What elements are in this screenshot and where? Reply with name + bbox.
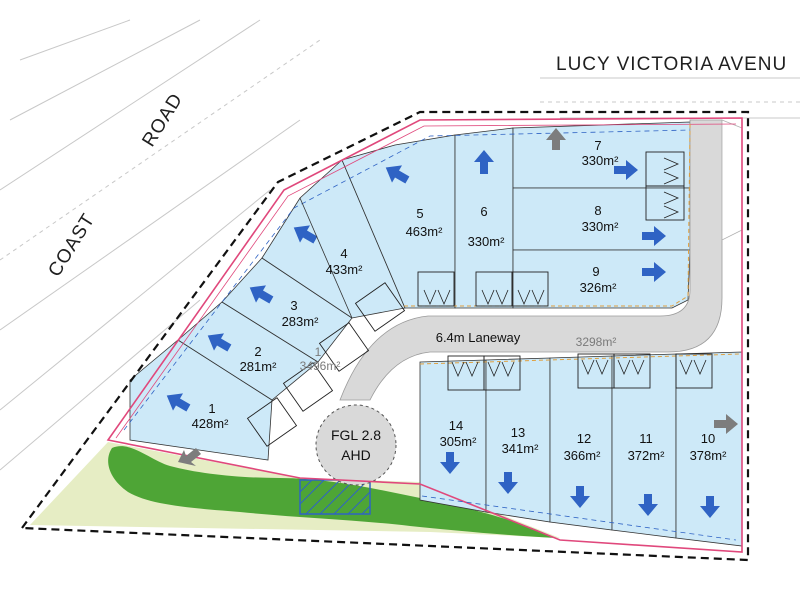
fgl-line2: AHD — [341, 447, 371, 463]
lot-7-area: 330m² — [582, 153, 620, 168]
lot-5-number: 5 — [416, 206, 423, 221]
lot-9-shape — [512, 249, 691, 309]
lot-9-area: 326m² — [580, 280, 618, 295]
lot-2-number: 2 — [254, 344, 261, 359]
arrow-lot-8 — [642, 226, 666, 246]
lot-12-area: 366m² — [564, 448, 602, 463]
lot-4-area: 433m² — [326, 262, 364, 277]
lot-7-number: 7 — [594, 138, 601, 153]
boundary-pink-inner — [115, 123, 737, 439]
lot-10-number: 10 — [701, 431, 715, 446]
arrow-lot-14 — [440, 452, 460, 474]
grey-arrows — [178, 128, 738, 466]
lot-10-area: 378m² — [690, 448, 728, 463]
grey-arrow-southwest — [178, 448, 201, 466]
garage-lot-8 — [645, 185, 685, 221]
arrow-lot-4 — [293, 225, 318, 244]
common-area-size: 3496m² — [300, 359, 341, 373]
common-area-number: 1 — [315, 345, 322, 359]
lot-13-number: 13 — [511, 425, 525, 440]
arrow-lot-13 — [498, 472, 518, 494]
arrow-lot-12 — [570, 486, 590, 508]
lot-13-shape — [485, 357, 551, 523]
road-label-lucy-victoria: LUCY VICTORIA AVENU — [556, 54, 787, 75]
lot-11-number: 11 — [639, 431, 653, 446]
setback-orange-dashed-south — [419, 353, 741, 365]
lot-5-area: 463m² — [406, 224, 444, 239]
arrow-lot-10 — [700, 496, 720, 518]
landscape-green-area — [108, 446, 555, 538]
lot-11-area: 372m² — [628, 448, 666, 463]
arrow-lot-3 — [249, 285, 274, 304]
garage-lot-6b — [511, 271, 549, 307]
arrow-lot-11 — [638, 494, 658, 516]
garage-lot-13 — [483, 355, 521, 391]
lot-12-number: 12 — [577, 431, 591, 446]
garage-lot-3 — [318, 322, 370, 372]
laneway-road — [339, 119, 723, 401]
garage-lot-4 — [354, 282, 406, 332]
lot-6-area: 330m² — [468, 234, 506, 249]
arrow-lot-2 — [207, 333, 232, 352]
arrow-lot-1 — [166, 393, 191, 412]
lot-13-area: 341m² — [502, 441, 540, 456]
lot-8-number: 8 — [594, 203, 601, 218]
lot-1-shape — [129, 339, 273, 461]
grey-arrow-east — [714, 414, 738, 434]
lot-14-number: 14 — [449, 418, 463, 433]
lot-14-area: 305m² — [440, 434, 478, 449]
road-context-lines — [0, 19, 800, 471]
fgl-line1: FGL 2.8 — [331, 427, 381, 443]
lot-separators — [299, 197, 353, 319]
arrow-lot-7 — [614, 160, 638, 180]
setback-blue-dashed-south — [421, 495, 737, 541]
garage-lot-1 — [246, 397, 298, 447]
garages — [246, 151, 713, 447]
lot-1-area: 428m² — [192, 416, 230, 431]
lot-3-area: 283m² — [282, 314, 320, 329]
boundary-dashed — [21, 110, 750, 562]
setback-blue-dashed — [123, 129, 691, 431]
garage-lot-2 — [282, 362, 334, 412]
lot-8-area: 330m² — [582, 219, 620, 234]
garage-lot-10 — [675, 353, 713, 389]
laneway-label: 6.4m Laneway — [436, 330, 521, 345]
garage-lot-5 — [417, 271, 455, 307]
lot-4-number: 4 — [340, 246, 347, 261]
garage-chevrons — [423, 157, 707, 378]
lot-9-number: 9 — [592, 264, 599, 279]
road-label-coast: COAST — [44, 210, 99, 281]
grey-arrow-north — [546, 128, 566, 150]
lot-2-area: 281m² — [240, 359, 278, 374]
laneway-area: 3298m² — [576, 335, 617, 349]
lot-6-number: 6 — [480, 204, 487, 219]
hatched-lines — [299, 479, 371, 515]
garage-lot-11 — [613, 353, 651, 389]
blue-arrows — [166, 150, 720, 518]
arrow-lot-9 — [642, 262, 666, 282]
arrow-lot-6 — [474, 150, 494, 174]
road-label-road: ROAD — [138, 90, 187, 151]
fgl-circle — [315, 404, 397, 486]
arrow-lot-5 — [385, 165, 410, 184]
laneway-hammerhead — [721, 119, 743, 241]
lot-1-number: 1 — [208, 401, 215, 416]
boundary-pink — [106, 117, 743, 553]
lot-3-number: 3 — [290, 298, 297, 313]
